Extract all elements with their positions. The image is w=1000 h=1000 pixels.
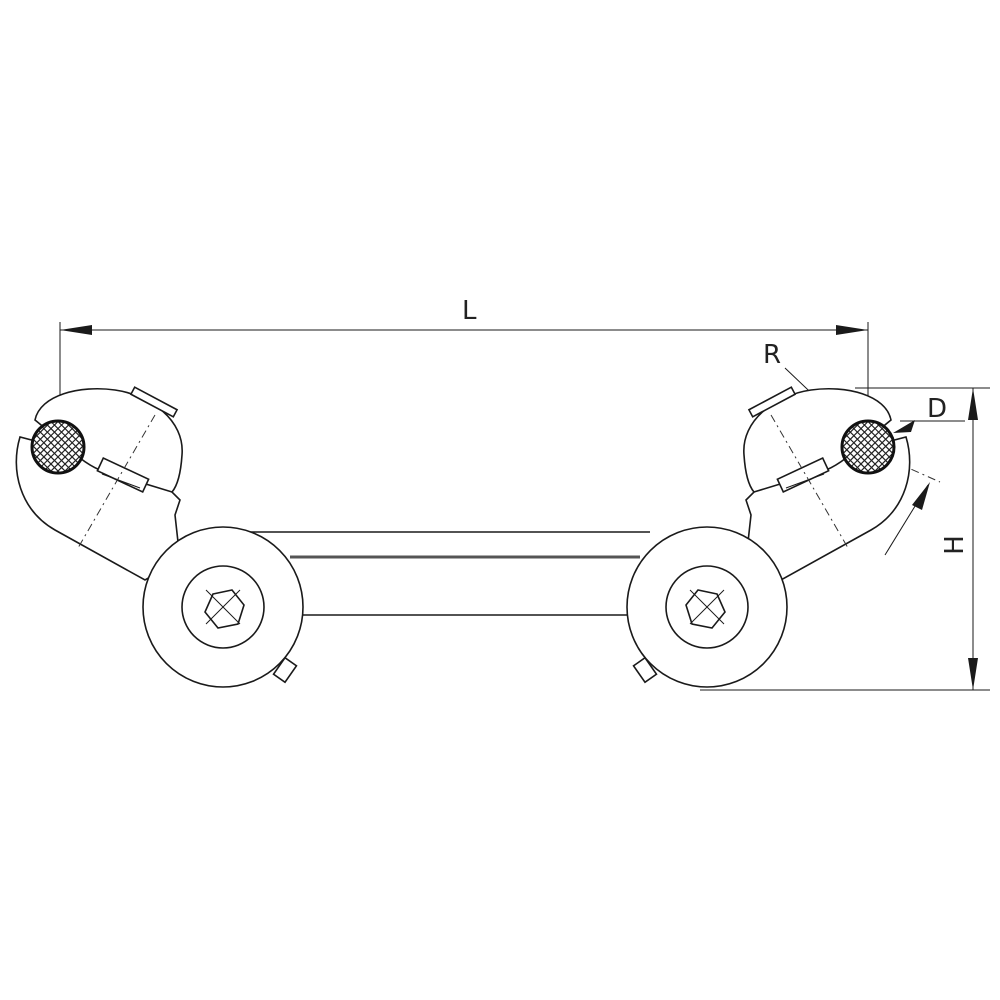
radius-label: R [763,340,782,370]
length-dimension [59,322,869,445]
height-dimension [700,387,990,691]
diameter-dimension [884,420,965,556]
height-label: H [939,535,970,555]
cable-sections [30,419,896,475]
left-clamp-assembly [15,386,304,688]
diameter-label: D [927,394,948,424]
connecting-bar [245,531,650,616]
left-cable-section [30,419,86,475]
length-label: L [462,296,477,326]
right-cable-section [840,419,896,475]
